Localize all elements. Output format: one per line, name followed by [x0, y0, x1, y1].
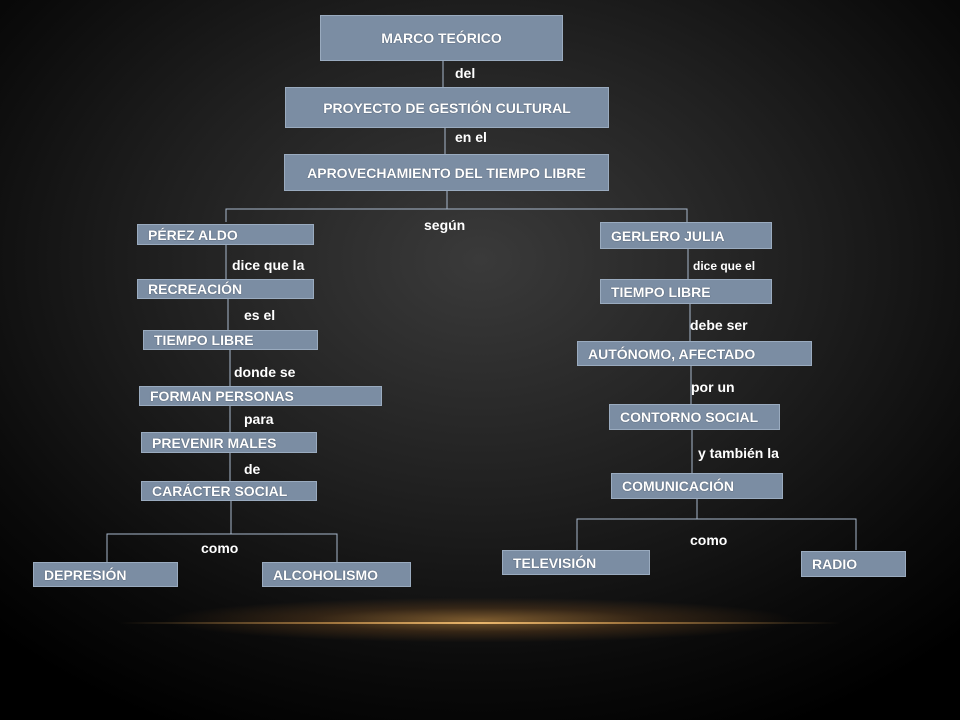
node-prevenir-males: PREVENIR MALES [141, 432, 317, 453]
connector-como-left-branch [106, 533, 338, 562]
label-donde-se: donde se [234, 364, 296, 380]
node-gerlero-julia: GERLERO JULIA [600, 222, 772, 249]
node-forman-personas: FORMAN PERSONAS [139, 386, 382, 406]
node-perez-aldo: PÉREZ ALDO [137, 224, 314, 245]
label-en-el: en el [455, 129, 487, 145]
label-dice-que-el: dice que el [693, 259, 756, 273]
node-comunicacion: COMUNICACIÓN [611, 473, 783, 499]
label-para: para [244, 411, 274, 427]
node-depresion: DEPRESIÓN [33, 562, 178, 587]
node-autonomo-afectado: AUTÓNOMO, AFECTADO [577, 341, 812, 366]
node-proyecto-gestion-cultural: PROYECTO DE GESTIÓN CULTURAL [285, 87, 609, 128]
connector-segun-branch [225, 208, 688, 222]
label-es-el: es el [244, 307, 276, 323]
node-alcoholismo: ALCOHOLISMO [262, 562, 411, 587]
label-dice-que-la: dice que la [232, 257, 305, 273]
node-contorno-social: CONTORNO SOCIAL [609, 404, 780, 430]
label-del: del [455, 65, 476, 81]
bottom-glow-line [120, 622, 840, 624]
label-de: de [244, 461, 261, 477]
node-recreacion: RECREACIÓN [137, 279, 314, 299]
node-aprovechamiento-tiempo-libre: APROVECHAMIENTO DEL TIEMPO LIBRE [284, 154, 609, 191]
node-tiempo-libre-left: TIEMPO LIBRE [143, 330, 318, 350]
label-como-right: como [690, 532, 728, 548]
label-como-left: como [201, 540, 239, 556]
connector-como-right-branch [576, 518, 857, 550]
node-television: TELEVISIÓN [502, 550, 650, 575]
node-radio: RADIO [801, 551, 906, 577]
node-marco-teorico: MARCO TEÓRICO [320, 15, 563, 61]
label-y-tambien-la: y también la [698, 445, 779, 461]
label-debe-ser: debe ser [690, 317, 748, 333]
label-segun: según [424, 217, 466, 233]
node-caracter-social: CARÁCTER SOCIAL [141, 481, 317, 501]
node-tiempo-libre-right: TIEMPO LIBRE [600, 279, 772, 304]
label-por-un: por un [691, 379, 735, 395]
bottom-glow [60, 590, 900, 650]
